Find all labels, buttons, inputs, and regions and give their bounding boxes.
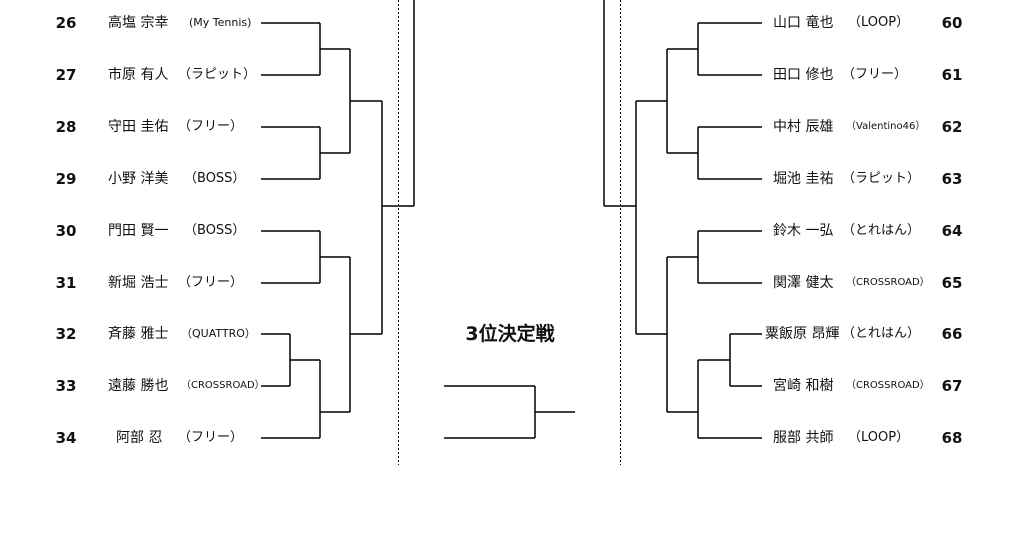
player-club: （フリー）	[178, 275, 244, 290]
player-name: 遠藤 勝也	[108, 378, 169, 394]
player-name: 鈴木 一弘	[773, 223, 834, 239]
entry-number: 68	[941, 429, 963, 447]
entry-number: 26	[55, 14, 77, 32]
player-name: 宮崎 和樹	[773, 378, 834, 394]
player-club: （とれはん）	[842, 223, 921, 238]
entry-number: 67	[941, 377, 963, 395]
entry-number: 29	[55, 170, 77, 188]
entry-number: 33	[55, 377, 77, 395]
right-bracket	[603, 0, 762, 439]
entry-number: 63	[941, 170, 963, 188]
divider-lines	[398, 0, 621, 465]
player-name: 山口 竜也	[773, 15, 834, 31]
entry-number: 31	[55, 274, 77, 292]
player-club: （フリー）	[178, 119, 244, 134]
player-name: 服部 共師	[773, 430, 834, 446]
entry-number: 30	[55, 222, 77, 240]
player-club: (My Tennis)	[189, 16, 252, 29]
entry-number: 64	[941, 222, 963, 240]
player-club: （BOSS）	[184, 223, 246, 238]
player-club: （LOOP）	[848, 430, 910, 445]
player-name: 堀池 圭祐	[773, 171, 834, 187]
third-place-bracket	[444, 385, 575, 439]
player-name: 粟飯原 昂輝	[765, 326, 840, 342]
player-name: 斉藤 雅士	[108, 326, 169, 342]
player-name: 関澤 健太	[773, 275, 834, 291]
player-name: 阿部 忍	[116, 430, 163, 446]
player-name: 門田 賢一	[108, 223, 169, 239]
player-name: 市原 有人	[108, 67, 169, 83]
player-club: （CROSSROAD）	[846, 277, 930, 288]
player-club: （BOSS）	[184, 171, 246, 186]
player-name: 新堀 浩士	[108, 275, 169, 291]
entry-number: 34	[55, 429, 77, 447]
player-club: （QUATTRO）	[181, 327, 256, 340]
player-club: （Valentino46）	[846, 121, 926, 132]
player-club: （フリー）	[842, 67, 908, 82]
entry-number: 62	[941, 118, 963, 136]
entry-number: 27	[55, 66, 77, 84]
player-name: 中村 辰雄	[773, 119, 834, 135]
entry-number: 60	[941, 14, 963, 32]
player-club: （LOOP）	[848, 15, 910, 30]
third-place-title: 3位決定戦	[465, 323, 555, 345]
entry-number: 28	[55, 118, 77, 136]
player-club: （CROSSROAD）	[181, 380, 265, 391]
player-name: 守田 圭佑	[108, 119, 169, 135]
player-club: （とれはん）	[842, 326, 921, 341]
entry-number: 32	[55, 325, 77, 343]
player-club: （ラピット）	[842, 171, 921, 186]
player-name: 小野 洋美	[108, 171, 169, 187]
player-club: （ラピット）	[178, 67, 257, 82]
left-bracket	[261, 0, 415, 439]
entry-number: 66	[941, 325, 963, 343]
player-name: 田口 修也	[773, 67, 834, 83]
player-name: 高塩 宗幸	[108, 15, 169, 31]
player-club: （CROSSROAD）	[846, 380, 930, 391]
entry-number: 61	[941, 66, 963, 84]
entry-number: 65	[941, 274, 963, 292]
player-club: （フリー）	[178, 430, 244, 445]
